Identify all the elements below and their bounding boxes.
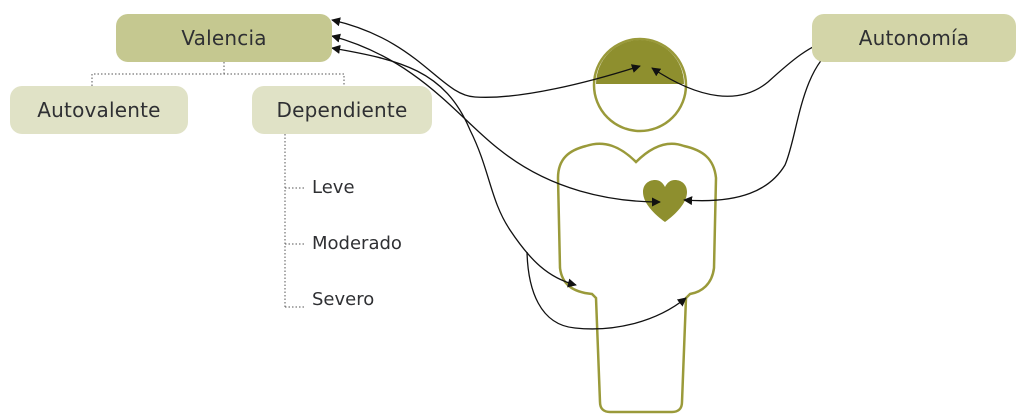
head-icon	[594, 39, 686, 131]
arrow-heart-autonomia	[684, 46, 836, 201]
valencia-children-connector	[92, 62, 344, 86]
valencia-label: Valencia	[181, 26, 266, 50]
autonomia-box: Autonomía	[812, 14, 1016, 62]
relationship-arrows	[332, 20, 836, 329]
level-severo: Severo	[312, 289, 374, 310]
dependiente-box: Dependiente	[252, 86, 432, 134]
autovalente-box: Autovalente	[10, 86, 188, 134]
human-figure	[558, 39, 716, 412]
body-outline-icon	[558, 144, 716, 412]
heart-icon	[643, 180, 687, 222]
autonomia-label: Autonomía	[859, 26, 969, 50]
autovalente-label: Autovalente	[37, 98, 160, 122]
level-leve: Leve	[312, 177, 355, 198]
arrow-body-loop	[527, 252, 686, 329]
dependiente-label: Dependiente	[277, 98, 408, 122]
level-moderado: Moderado	[312, 233, 402, 254]
valencia-box: Valencia	[116, 14, 332, 62]
dependiente-levels-connector	[285, 134, 305, 307]
